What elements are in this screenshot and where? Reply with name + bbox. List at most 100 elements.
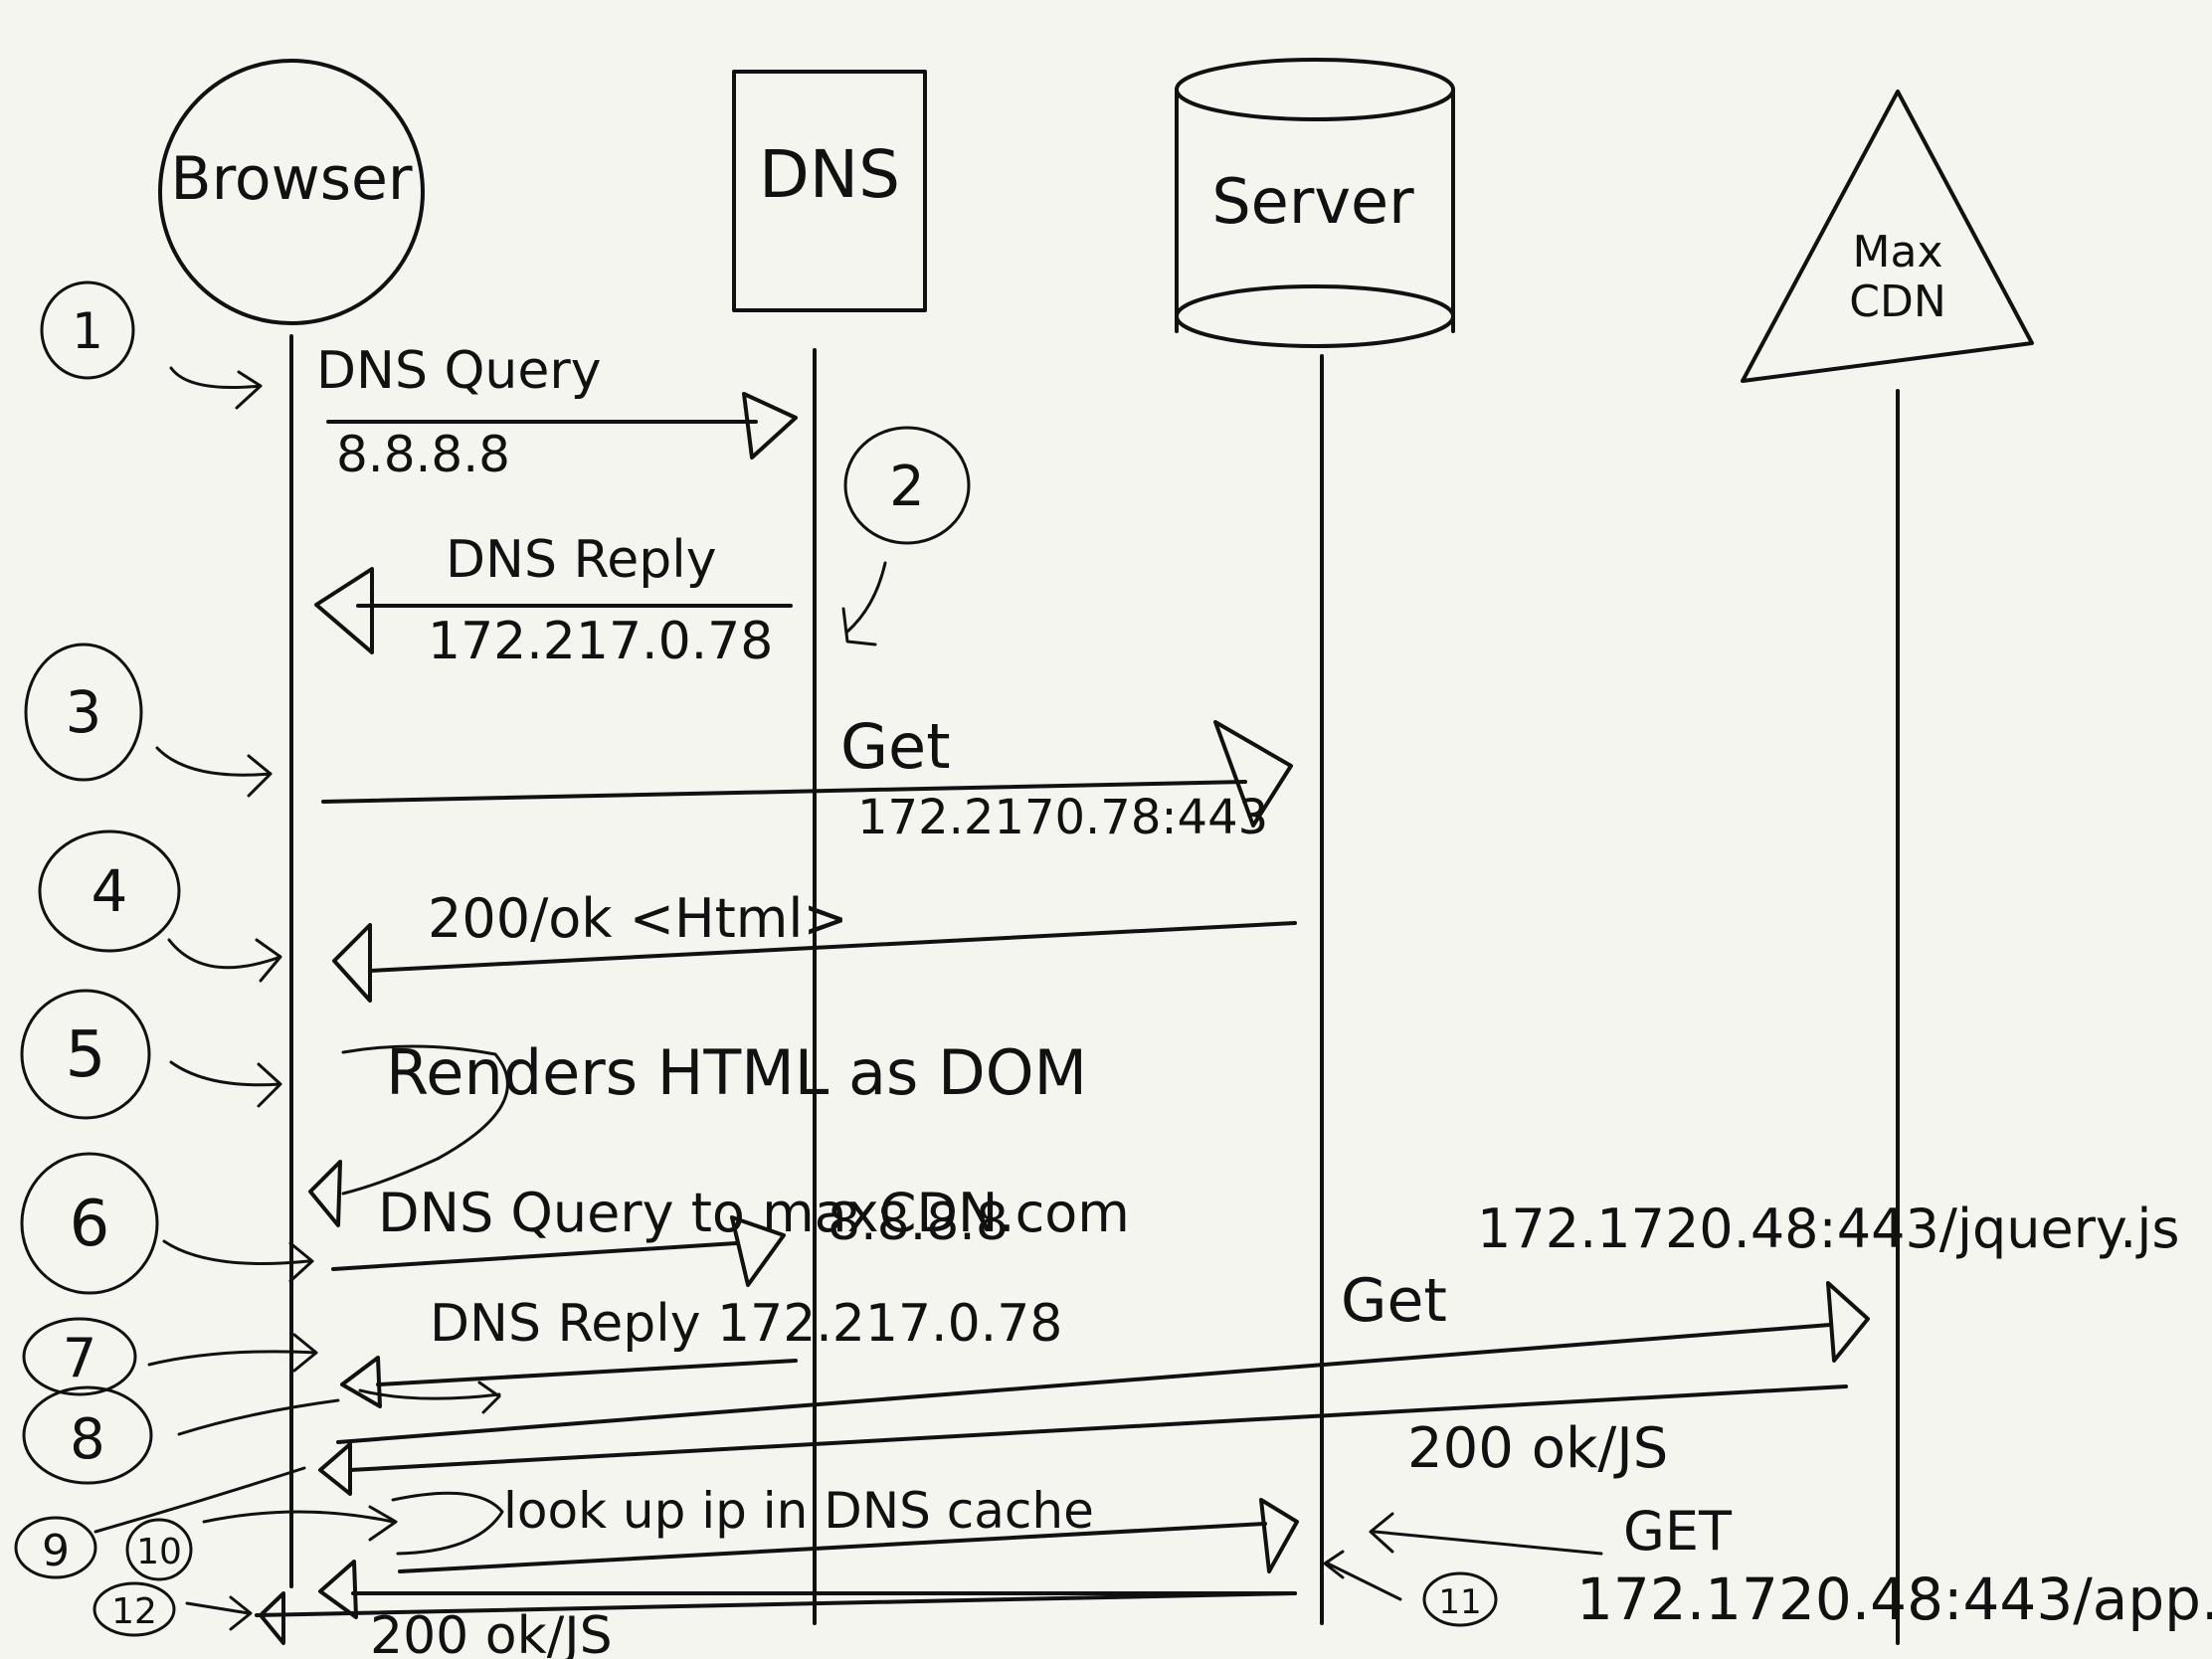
step-10-marker: 10 xyxy=(125,1505,398,1581)
message-3-sub: 172.2170.78:443 xyxy=(857,790,1268,845)
message-5-title: Renders HTML as DOM xyxy=(386,1036,1087,1109)
participant-browser: Browser xyxy=(158,59,425,325)
server-cylinder-sides xyxy=(1175,88,1455,333)
message-5-loop xyxy=(341,1044,509,1196)
maxcdn-triangle xyxy=(1741,90,2034,383)
message-4-html-response: 200/ok <Html> xyxy=(332,887,1297,1003)
step-4-label: 4 xyxy=(92,857,128,925)
step-5-marker: 5 xyxy=(20,989,282,1120)
message-12-arrowhead xyxy=(318,1560,358,1619)
step-5-label: 5 xyxy=(66,1018,106,1092)
message-4-arrow-line xyxy=(368,921,1297,973)
step-9-marker: 9 xyxy=(14,1466,306,1579)
step-12-label: 12 xyxy=(111,1591,157,1632)
step-5-pointer xyxy=(169,1060,282,1108)
participant-maxcdn: Max CDN xyxy=(1741,90,2034,383)
participant-server: Server xyxy=(1175,58,1455,348)
participant-dns: DNS xyxy=(732,70,927,312)
step-4-marker: 4 xyxy=(38,830,282,983)
message-8-url: 172.1720.48:443/jquery.js xyxy=(1477,1198,2179,1260)
step-1-label: 1 xyxy=(72,302,103,360)
step-3-pointer xyxy=(155,746,273,798)
message-2-dns-reply: DNS Reply 172.217.0.78 xyxy=(314,530,793,671)
step-2-label: 2 xyxy=(889,455,925,519)
message-10-dns-cache: look up ip in DNS cache xyxy=(391,1482,1299,1573)
message-9-arrowhead xyxy=(318,1442,352,1496)
message-12-title: 200 ok/JS xyxy=(370,1606,613,1659)
maxcdn-label-line1: Max xyxy=(1853,227,1943,277)
message-9-js-response: 200 ok/JS xyxy=(318,1384,1848,1496)
message-11-arrow xyxy=(1369,1512,1603,1556)
message-12-js-response: 200 ok/JS xyxy=(255,1560,1297,1659)
step-7-label: 7 xyxy=(63,1327,96,1389)
server-label: Server xyxy=(1211,165,1414,238)
browser-label: Browser xyxy=(170,144,412,214)
message-3-arrow-line xyxy=(321,780,1247,804)
step-2-pointer xyxy=(841,561,887,646)
message-2-sub: 172.217.0.78 xyxy=(428,612,773,671)
step-9-pointer xyxy=(93,1466,306,1534)
message-11-get-app: GET 172.1720.48:443/app.js xyxy=(1369,1500,2212,1633)
message-1-sub: 8.8.8.8 xyxy=(336,426,510,483)
dns-box xyxy=(732,70,927,312)
maxcdn-label-line2: CDN xyxy=(1849,276,1946,327)
step-11-marker: 11 xyxy=(1323,1550,1498,1627)
message-6-sub: 8.8.8.8 xyxy=(828,1193,1009,1252)
message-2-arrowhead xyxy=(314,567,374,654)
step-6-label: 6 xyxy=(70,1188,110,1261)
message-7-hook xyxy=(358,1381,501,1414)
message-7-dns-reply-cdn: DNS Reply 172.217.0.78 xyxy=(340,1294,1062,1414)
lifelines xyxy=(289,334,1900,1645)
message-12-return-line xyxy=(255,1591,1297,1617)
step-11-pointer xyxy=(1323,1550,1402,1601)
step-12-marker: 12 xyxy=(92,1581,253,1637)
step-3-label: 3 xyxy=(66,678,102,746)
message-6-arrow-line xyxy=(331,1241,738,1271)
message-8-arrow-line xyxy=(336,1323,1832,1444)
server-cylinder-top xyxy=(1175,58,1455,121)
message-10-arrow-line xyxy=(398,1522,1267,1573)
step-10-label: 10 xyxy=(136,1532,182,1572)
message-5-render: Renders HTML as DOM xyxy=(308,1036,1087,1227)
step-3-marker: 3 xyxy=(24,643,273,798)
message-5-arrowhead xyxy=(308,1160,342,1227)
step-7-pointer xyxy=(147,1333,318,1373)
message-7-arrow-line xyxy=(376,1359,798,1386)
message-4-arrowhead xyxy=(332,923,372,1003)
message-2-title: DNS Reply xyxy=(446,530,717,590)
step-11-label: 11 xyxy=(1438,1582,1481,1622)
message-11-url: 172.1720.48:443/app.js xyxy=(1576,1566,2212,1633)
message-10-loop xyxy=(391,1491,504,1556)
message-7-title: DNS Reply 172.217.0.78 xyxy=(430,1294,1062,1354)
message-8-get-jquery: Get 172.1720.48:443/jquery.js xyxy=(336,1198,2179,1444)
message-6-title: DNS Query to maxCDN.com xyxy=(378,1182,1130,1244)
message-6-arrowhead xyxy=(730,1215,786,1287)
step-8-label: 8 xyxy=(70,1407,105,1472)
message-6-dns-query-cdn: DNS Query to maxCDN.com 8.8.8.8 xyxy=(331,1182,1130,1287)
message-9-title: 200 ok/JS xyxy=(1407,1416,1668,1481)
message-8-arrowhead xyxy=(1826,1281,1870,1363)
message-8-get: Get xyxy=(1341,1266,1447,1336)
browser-circle xyxy=(158,59,425,325)
message-3-arrowhead xyxy=(1213,720,1293,828)
message-9-arrow-line xyxy=(348,1384,1848,1472)
dns-label: DNS xyxy=(759,136,900,213)
message-7-arrowhead xyxy=(340,1356,382,1408)
message-10-arrowhead xyxy=(1259,1498,1299,1573)
step-2-marker: 2 xyxy=(841,426,971,646)
step-10-pointer xyxy=(202,1505,398,1542)
step-6-marker: 6 xyxy=(20,1152,314,1295)
step-7-marker: 7 xyxy=(22,1317,318,1396)
message-10-title: look up ip in DNS cache xyxy=(503,1482,1094,1540)
message-3-get: Get 172.2170.78:443 xyxy=(321,710,1293,845)
message-1-dns-query: DNS Query 8.8.8.8 xyxy=(316,341,798,483)
step-markers: 1 2 3 4 5 6 7 xyxy=(14,280,1498,1637)
message-4-title: 200/ok <Html> xyxy=(428,887,848,950)
step-12-pointer xyxy=(185,1595,253,1631)
step-8-marker: 8 xyxy=(22,1385,340,1485)
step-1-marker: 1 xyxy=(40,280,263,410)
step-1-pointer xyxy=(169,366,263,410)
message-1-arrowhead xyxy=(742,392,798,460)
message-1-title: DNS Query xyxy=(316,341,602,401)
